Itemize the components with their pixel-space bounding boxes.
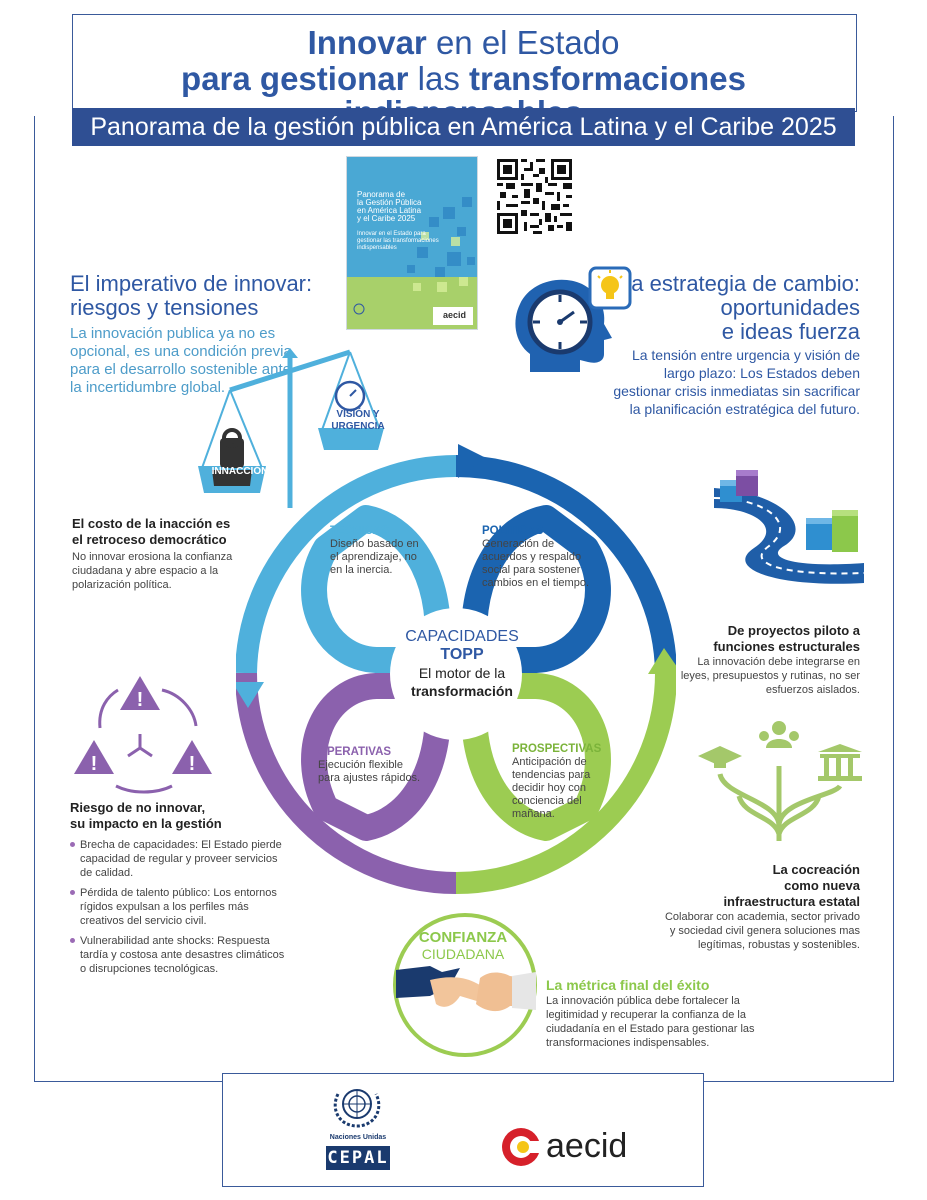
aecid-logo-text: aecid [546,1127,628,1165]
title-bold: Innovar [307,24,427,61]
pilot-section: De proyectos piloto a funciones estructu… [674,623,860,697]
un-name: Naciones Unidas [329,1134,387,1141]
title-part-a: para gestionar [181,60,409,97]
head-clock-bulb-icon [515,266,632,372]
cocreation-title-1: La cocreación [772,862,860,877]
handshake-badge-icon [393,913,537,1057]
title-frame [72,14,857,112]
cover-line-7: indispensables [357,245,397,251]
cocreation-title-2: como nueva [784,878,860,893]
cover-pattern [347,157,477,329]
petal-prospectivas-text: Anticipación de tendencias para decidir … [512,756,591,820]
center-line-4: transformación [411,683,513,699]
scale-left-label: INNACCIÓN [211,466,269,477]
qr-code-icon[interactable] [497,159,572,234]
svg-text:!: ! [189,753,196,775]
cover-title: Panorama de la Gestión Pública en Améric… [357,191,421,223]
title-line-1: Innovar en el Estado [72,26,855,60]
left-heading-line-1: El imperativo de innovar: [70,271,313,296]
left-intro-text: La innovación publica ya no es opcional,… [70,325,292,396]
right-heading-line-1: La estrategia de cambio: [619,271,860,296]
petal-tecnicas-text: Diseño basado en el aprendizaje, no en l… [330,538,419,576]
pilot-text: La innovación debe integrarse en leyes, … [680,656,860,696]
cost-section: El costo de la inacción es el retroceso … [72,516,262,592]
subtitle-banner: Panorama de la gestión pública en Améric… [72,108,855,146]
scale-right-label: VISIÓN Y URGENCIA [318,409,398,433]
petal-politicas-text: Generación de acuerdos y respaldo social… [482,538,589,589]
topp-cycle-diagram [236,444,676,894]
risk-bullet: Brecha de capacidades: El Estado pierde … [70,838,290,880]
center-line-3: El motor de la [418,665,506,681]
cocreation-text: Colaborar con academia, sector privado y… [664,911,860,951]
svg-text:!: ! [137,689,144,711]
trust-text: La innovación pública debe fortalecer la… [546,995,755,1049]
risk-title-2: su impacto en la gestión [70,816,222,831]
cover-line-1: Panorama de [357,190,406,199]
petal-politicas-title: POLÍTICAS [482,525,544,537]
pilot-title-2: funciones estructurales [713,639,860,654]
petal-operativas: OPERATIVAS Ejecución flexible para ajust… [318,745,428,785]
aecid-logo-icon [502,1128,542,1166]
cover-line-2: la Gestión Pública [357,198,422,207]
right-heading-line-3: e ideas fuerza [721,319,860,344]
cepal-logo: CEPAL [326,1146,390,1170]
logos-box [222,1073,704,1187]
right-heading: La estrategia de cambio: oportunidades e… [600,272,860,344]
center-line-1: CAPACIDADES [405,628,519,645]
risk-bullet: Vulnerabilidad ante shocks: Respuesta ta… [70,934,290,976]
cocreation-section: La cocreación como nueva infraestructura… [660,862,860,952]
cover-brand: aecid [443,310,467,320]
risk-title-1: Riesgo de no innovar, [70,800,206,815]
left-heading: El imperativo de innovar: riesgos y tens… [70,272,350,320]
cost-title-1: El costo de la inacción es [72,516,231,531]
petal-tecnicas-title: TÉCNICAS [330,525,389,537]
cover-subtitle: Innovar en el Estado para gestionar las … [357,231,439,252]
right-heading-line-2: oportunidades [720,295,860,320]
un-emblem-icon [333,1089,381,1128]
petal-prospectivas: PROSPECTIVAS Anticipación de tendencias … [512,742,607,821]
petal-prospectivas-title: PROSPECTIVAS [512,743,602,755]
cost-text: No innovar erosiona la confianza ciudada… [72,551,233,591]
cover-line-3: en América Latina [357,206,422,215]
cocreation-title-3: infraestructura estatal [723,894,860,909]
petal-politicas: POLÍTICAS Generación de acuerdos y respa… [482,524,602,590]
title-part-b: las [408,60,469,97]
balance-scale-icon [198,348,384,508]
right-intro-text: La tensión entre urgencia y visión de la… [613,347,860,417]
cost-title-2: el retroceso democrático [72,532,227,547]
cocreation-icon [698,721,862,841]
trust-badge-label: CONFIANZA CIUDADANA [400,929,526,963]
trust-badge-line-1: CONFIANZA [418,929,508,946]
trust-section: La métrica final del éxito La innovación… [546,976,776,1050]
risk-section: Riesgo de no innovar, su impacto en la g… [70,800,290,982]
cover-line-6: gestionar las transformaciones [357,238,439,244]
report-cover[interactable]: Panorama de la Gestión Pública en Améric… [346,156,478,330]
trust-badge-line-2: CIUDADANA [421,946,505,962]
title-rest: en el Estado [426,24,620,61]
cover-line-5: Innovar en el Estado para [357,231,426,237]
center-line-2: TOPP [440,646,484,663]
scale-right-label-2: URGENCIA [331,421,385,432]
trust-title: La métrica final del éxito [546,977,710,993]
petal-operativas-text: Ejecución flexible para ajustes rápidos. [318,759,421,784]
pilot-title-1: De proyectos piloto a [727,623,860,638]
risk-bullet: Pérdida de talento público: Los entornos… [70,886,290,928]
scale-right-label-1: VISIÓN Y [336,409,380,420]
petal-tecnicas: TÉCNICAS Diseño basado en el aprendizaje… [330,524,425,577]
warning-cycle-icon: !!! [74,676,212,794]
left-heading-line-2: riesgos y tensiones [70,295,259,320]
road-blocks-icon [714,470,864,584]
cover-line-4: y el Caribe 2025 [357,214,416,223]
svg-text:!: ! [91,753,98,775]
petal-operativas-title: OPERATIVAS [318,746,392,758]
center-label: CAPACIDADES TOPP El motor de la transfor… [392,628,532,700]
